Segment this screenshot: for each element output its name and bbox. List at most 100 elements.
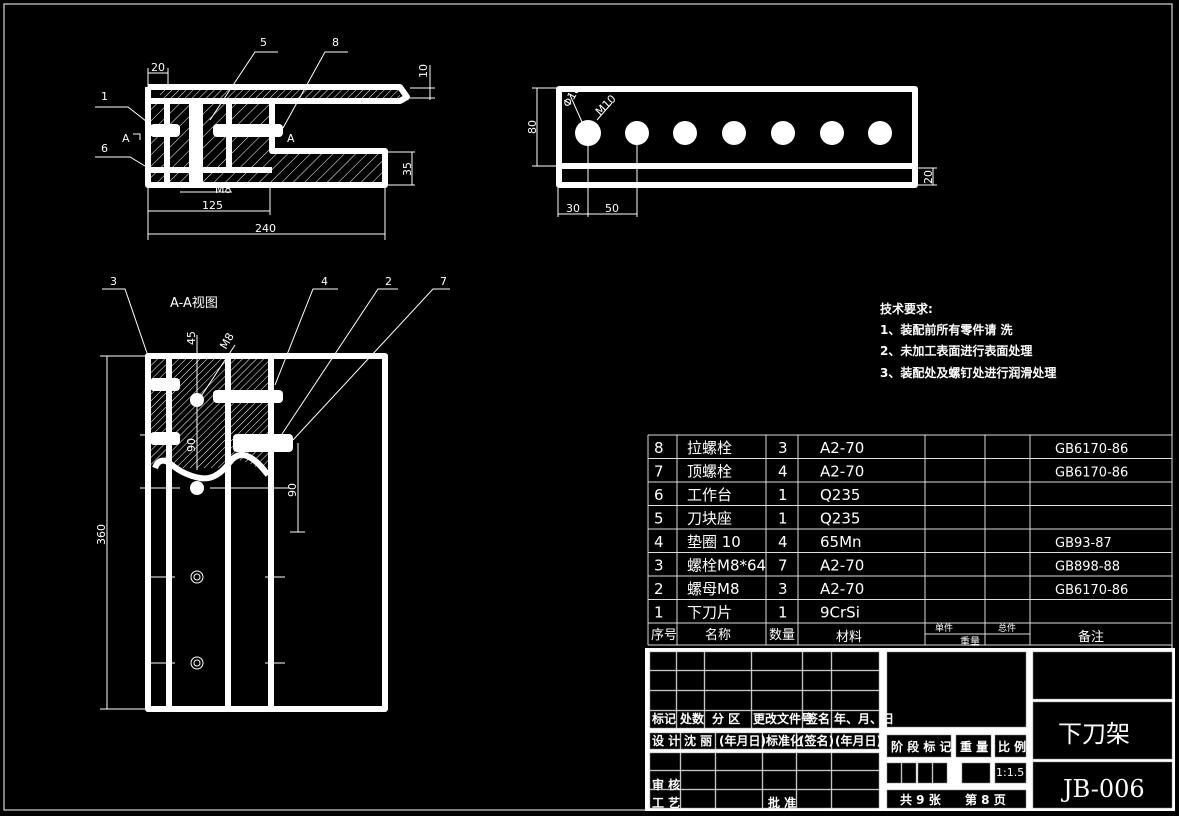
title-block-cell (796, 770, 832, 790)
title-block-cell (831, 732, 880, 750)
title-block-cell (649, 770, 681, 790)
section-view: A-A视图 45 M8 90 90 360 3 (95, 275, 450, 712)
title-block-cell (680, 752, 716, 771)
part-no: 4 (654, 533, 664, 551)
design-label-4: (签名) (799, 733, 834, 748)
hole-3 (673, 121, 697, 145)
title-block-cell (831, 752, 880, 771)
header-note: 备注 (1078, 629, 1104, 645)
title-block-cell (715, 770, 763, 790)
title-block-cell (751, 670, 803, 691)
leader-label-7: 7 (440, 275, 447, 288)
bolt-upper (213, 390, 283, 403)
leader-label-2: 2 (385, 275, 392, 288)
title-block-cell (796, 732, 832, 750)
part-material: A2-70 (820, 463, 864, 481)
title-block-cell (680, 732, 716, 750)
part-note: GB93-87 (1055, 536, 1112, 551)
part-qty: 3 (778, 439, 788, 457)
leader-line (277, 288, 398, 441)
dim-20-side: 20 (922, 170, 935, 184)
section-outline (145, 353, 388, 712)
section-mark-a-right: A (287, 132, 295, 145)
title-block-cell (704, 670, 752, 691)
bolt-hole (190, 481, 204, 495)
dimension-lines (532, 87, 937, 217)
drawing-code: JB-006 (1060, 775, 1145, 803)
part-note: GB898-88 (1055, 560, 1120, 575)
title-block-cell (751, 710, 803, 729)
part-material: 9CrSi (820, 604, 860, 622)
title-block-cell (961, 762, 991, 784)
scale-label: 比 例 (998, 739, 1026, 754)
dim-10: 10 (417, 64, 430, 78)
title-block-cell (831, 770, 880, 790)
weight-label: 重 量 (960, 739, 988, 754)
title-block-cell (704, 710, 752, 729)
header-single: 单件 (935, 622, 953, 634)
part-name: 垫圈 10 (687, 533, 741, 551)
title-block-cell (831, 789, 880, 809)
title-block-cell (649, 752, 681, 771)
parts-table-grid (647, 434, 1173, 646)
top-view-outline (145, 84, 410, 188)
dim-35: 35 (401, 162, 414, 176)
header-weight: 重量 (960, 635, 980, 648)
dim-m8-section: M8 (217, 331, 237, 352)
sheet-number: 第 8 页 (965, 792, 1006, 807)
title-block-cell (649, 710, 677, 729)
title-block-cell (762, 789, 797, 809)
dim-30: 30 (566, 202, 580, 215)
leader-label-1: 1 (101, 90, 108, 103)
title-block-cell (886, 734, 952, 758)
hole-row (575, 120, 892, 146)
dim-20: 20 (151, 61, 165, 74)
review-label: 审 核 (652, 777, 680, 792)
part-material: 65Mn (820, 533, 862, 551)
rev-label-3: 更改文件号 (753, 711, 813, 726)
title-block-cell (649, 670, 677, 691)
hole-6 (820, 121, 844, 145)
title-block-cell (1032, 651, 1173, 700)
title-block-cell (676, 670, 705, 691)
dim-m8: M8 (215, 183, 232, 196)
title-block-cell (932, 762, 948, 784)
title-block-cells (649, 651, 1173, 809)
leader-label-3: 3 (110, 275, 117, 288)
rev-label-1: 处数 (679, 711, 705, 726)
part-no: 1 (654, 604, 664, 622)
section-mark-line (133, 133, 141, 140)
title-block-cell (762, 752, 797, 771)
tech-requirement-1: 1、装配前所有零件请 洗 (880, 322, 1013, 337)
title-block-cell (676, 710, 705, 729)
title-block-cell (802, 651, 832, 671)
stage-mark-label: 阶 段 标 记 (891, 739, 952, 754)
part-name: 顶螺栓 (687, 463, 732, 481)
table-row: 4 垫圈 10 4 65Mn GB93-87 (654, 533, 1112, 551)
part-note: GB6170-86 (1055, 466, 1128, 481)
part-qty: 4 (778, 533, 788, 551)
section-mark-a-left: A (122, 132, 130, 145)
title-block-cell (676, 651, 705, 671)
header-total: 总件 (998, 622, 1016, 634)
leader-line (274, 288, 338, 386)
title-block-cell (994, 734, 1027, 758)
part-no: 2 (654, 580, 664, 598)
title-block-cell (751, 690, 803, 711)
title-block-cell (676, 690, 705, 711)
design-label-1: 沈 丽 (684, 733, 712, 748)
part-no: 8 (654, 439, 664, 457)
title-block-cell (886, 762, 902, 784)
leader-line (95, 156, 156, 173)
dim-80: 80 (526, 120, 539, 134)
sheet-border (3, 3, 1173, 811)
hole-4 (722, 121, 746, 145)
title-block-cell (680, 770, 716, 790)
